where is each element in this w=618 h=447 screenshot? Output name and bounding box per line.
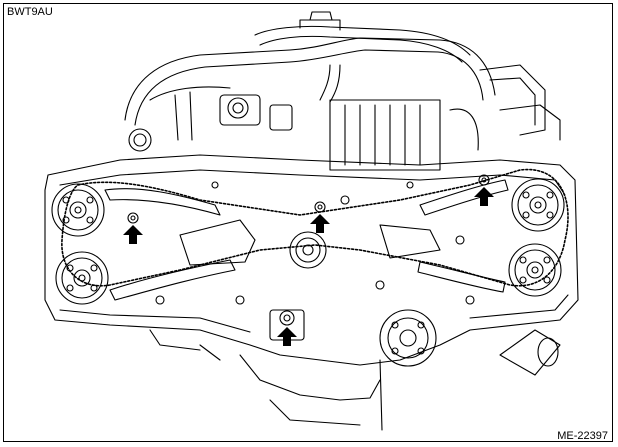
- oil-pan: [149, 309, 383, 431]
- water-pump: [379, 309, 561, 376]
- bolts: [127, 174, 490, 326]
- left-lower-cam-sprocket: [55, 251, 109, 305]
- center-guide-bolt-arrow: [310, 214, 330, 233]
- right-upper-bolt-arrow: [474, 187, 494, 206]
- engine-block: [44, 154, 579, 366]
- upper-components: [128, 94, 479, 171]
- right-upper-cam-sprocket: [511, 178, 565, 232]
- left-upper-cam-sprocket: [51, 183, 105, 237]
- bottom-oil-pump-bolt-arrow: [277, 327, 297, 346]
- left-tensioner-bolt-arrow: [123, 225, 143, 244]
- document-code: BWT9AU: [7, 6, 53, 18]
- figure-frame: [3, 3, 613, 442]
- chain-guides: [104, 179, 509, 301]
- direction-arrows: [123, 187, 494, 346]
- right-lower-cam-sprocket: [508, 243, 562, 297]
- figure-number: ME-22397: [557, 430, 608, 442]
- intake-manifold: [124, 11, 561, 141]
- crankshaft-sprocket: [289, 231, 327, 269]
- timing-chain: [61, 168, 569, 287]
